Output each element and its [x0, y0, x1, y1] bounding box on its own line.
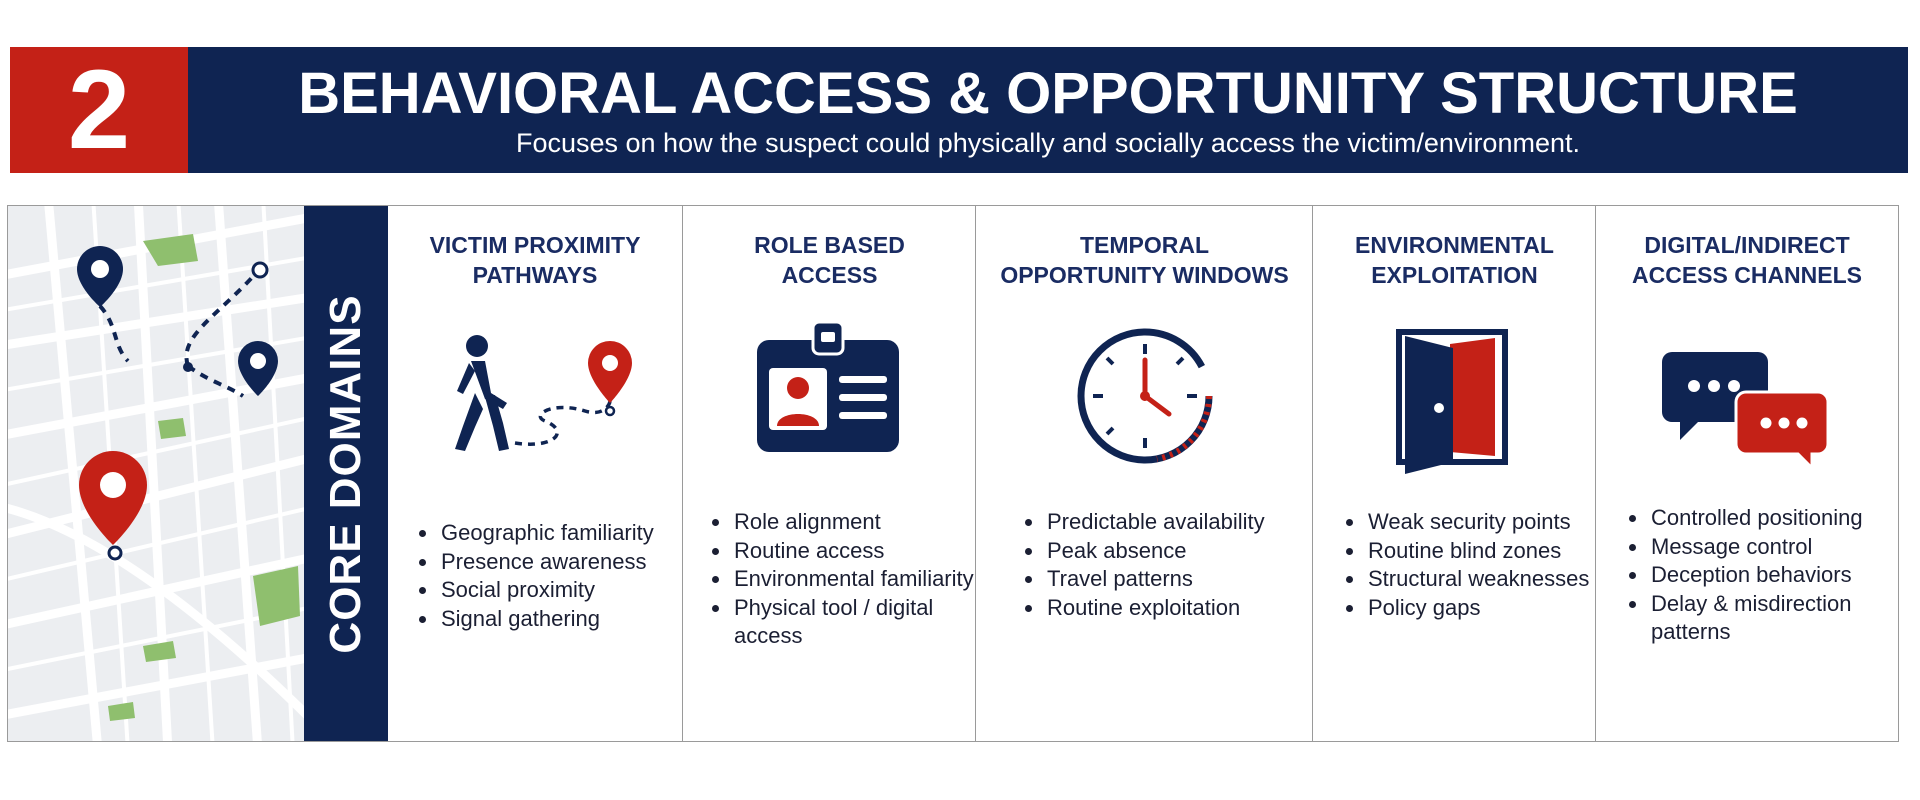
- domain-card-temporal-opportunity: TEMPORAL OPPORTUNITY WINDOWS: [975, 206, 1313, 741]
- list-item: Geographic familiarity: [439, 519, 699, 548]
- page-subtitle: Focuses on how the suspect could physica…: [515, 128, 1580, 158]
- domain-card-environmental-exploitation: ENVIRONMENTAL EXPLOITATION Weak security…: [1312, 206, 1596, 741]
- domain-items: Predictable availability Peak absence Tr…: [1020, 508, 1327, 622]
- walking-person-to-pin-icon: [435, 331, 635, 461]
- map-illustration: [8, 206, 304, 741]
- clock-icon: [1075, 326, 1215, 466]
- domain-card-role-based-access: ROLE BASED ACCESS Role alignment Routine…: [682, 206, 976, 741]
- list-item: Peak absence: [1045, 537, 1327, 566]
- section-number: 2: [10, 47, 188, 173]
- map-pin-icon: [77, 246, 123, 307]
- chat-bubbles-icon: [1662, 348, 1832, 468]
- domain-title: ENVIRONMENTAL EXPLOITATION: [1355, 232, 1554, 288]
- list-item: Delay & misdirection patterns: [1649, 590, 1909, 647]
- domain-items: Weak security points Routine blind zones…: [1341, 508, 1616, 622]
- list-item: Presence awareness: [439, 548, 699, 577]
- header-bar: BEHAVIORAL ACCESS & OPPORTUNITY STRUCTUR…: [188, 47, 1908, 173]
- list-item: Policy gaps: [1366, 594, 1616, 623]
- section-header: 2 BEHAVIORAL ACCESS & OPPORTUNITY STRUCT…: [10, 47, 1908, 173]
- list-item: Deception behaviors: [1649, 561, 1909, 590]
- list-item: Environmental familiarity: [732, 565, 994, 594]
- list-item: Physical tool / digital access: [732, 594, 994, 651]
- domain-title: DIGITAL/INDIRECT ACCESS CHANNELS: [1631, 232, 1863, 288]
- domain-items: Role alignment Routine access Environmen…: [707, 508, 994, 651]
- list-item: Routine exploitation: [1045, 594, 1327, 623]
- list-item: Role alignment: [732, 508, 994, 537]
- domain-items: Controlled positioning Message control D…: [1624, 504, 1909, 647]
- open-door-icon: [1395, 328, 1515, 478]
- core-domains-label: CORE DOMAINS: [321, 293, 370, 654]
- list-item: Signal gathering: [439, 605, 699, 634]
- list-item: Travel patterns: [1045, 565, 1327, 594]
- domain-card-digital-indirect: DIGITAL/INDIRECT ACCESS CHANNELS Control…: [1595, 206, 1898, 741]
- domain-card-victim-proximity: VICTIM PROXIMITY PATHWAYS Geographic fam…: [388, 206, 682, 741]
- list-item: Predictable availability: [1045, 508, 1327, 537]
- page-title: BEHAVIORAL ACCESS & OPPORTUNITY STRUCTUR…: [298, 61, 1798, 126]
- list-item: Structural weaknesses: [1366, 565, 1616, 594]
- list-item: Routine access: [732, 537, 994, 566]
- core-domains-panel: CORE DOMAINS VICTIM PROXIMITY PATHWAYS G…: [7, 205, 1899, 742]
- list-item: Social proximity: [439, 576, 699, 605]
- domain-title: VICTIM PROXIMITY PATHWAYS: [429, 232, 641, 288]
- list-item: Routine blind zones: [1366, 537, 1616, 566]
- list-item: Message control: [1649, 533, 1909, 562]
- core-domains-sidebar: CORE DOMAINS: [304, 206, 388, 741]
- list-item: Controlled positioning: [1649, 504, 1909, 533]
- list-item: Weak security points: [1366, 508, 1616, 537]
- id-badge-icon: [755, 318, 905, 458]
- domain-title: TEMPORAL OPPORTUNITY WINDOWS: [1000, 232, 1289, 288]
- street-map-icon: [8, 206, 304, 741]
- domain-title: ROLE BASED ACCESS: [754, 232, 905, 288]
- domain-items: Geographic familiarity Presence awarenes…: [414, 519, 699, 633]
